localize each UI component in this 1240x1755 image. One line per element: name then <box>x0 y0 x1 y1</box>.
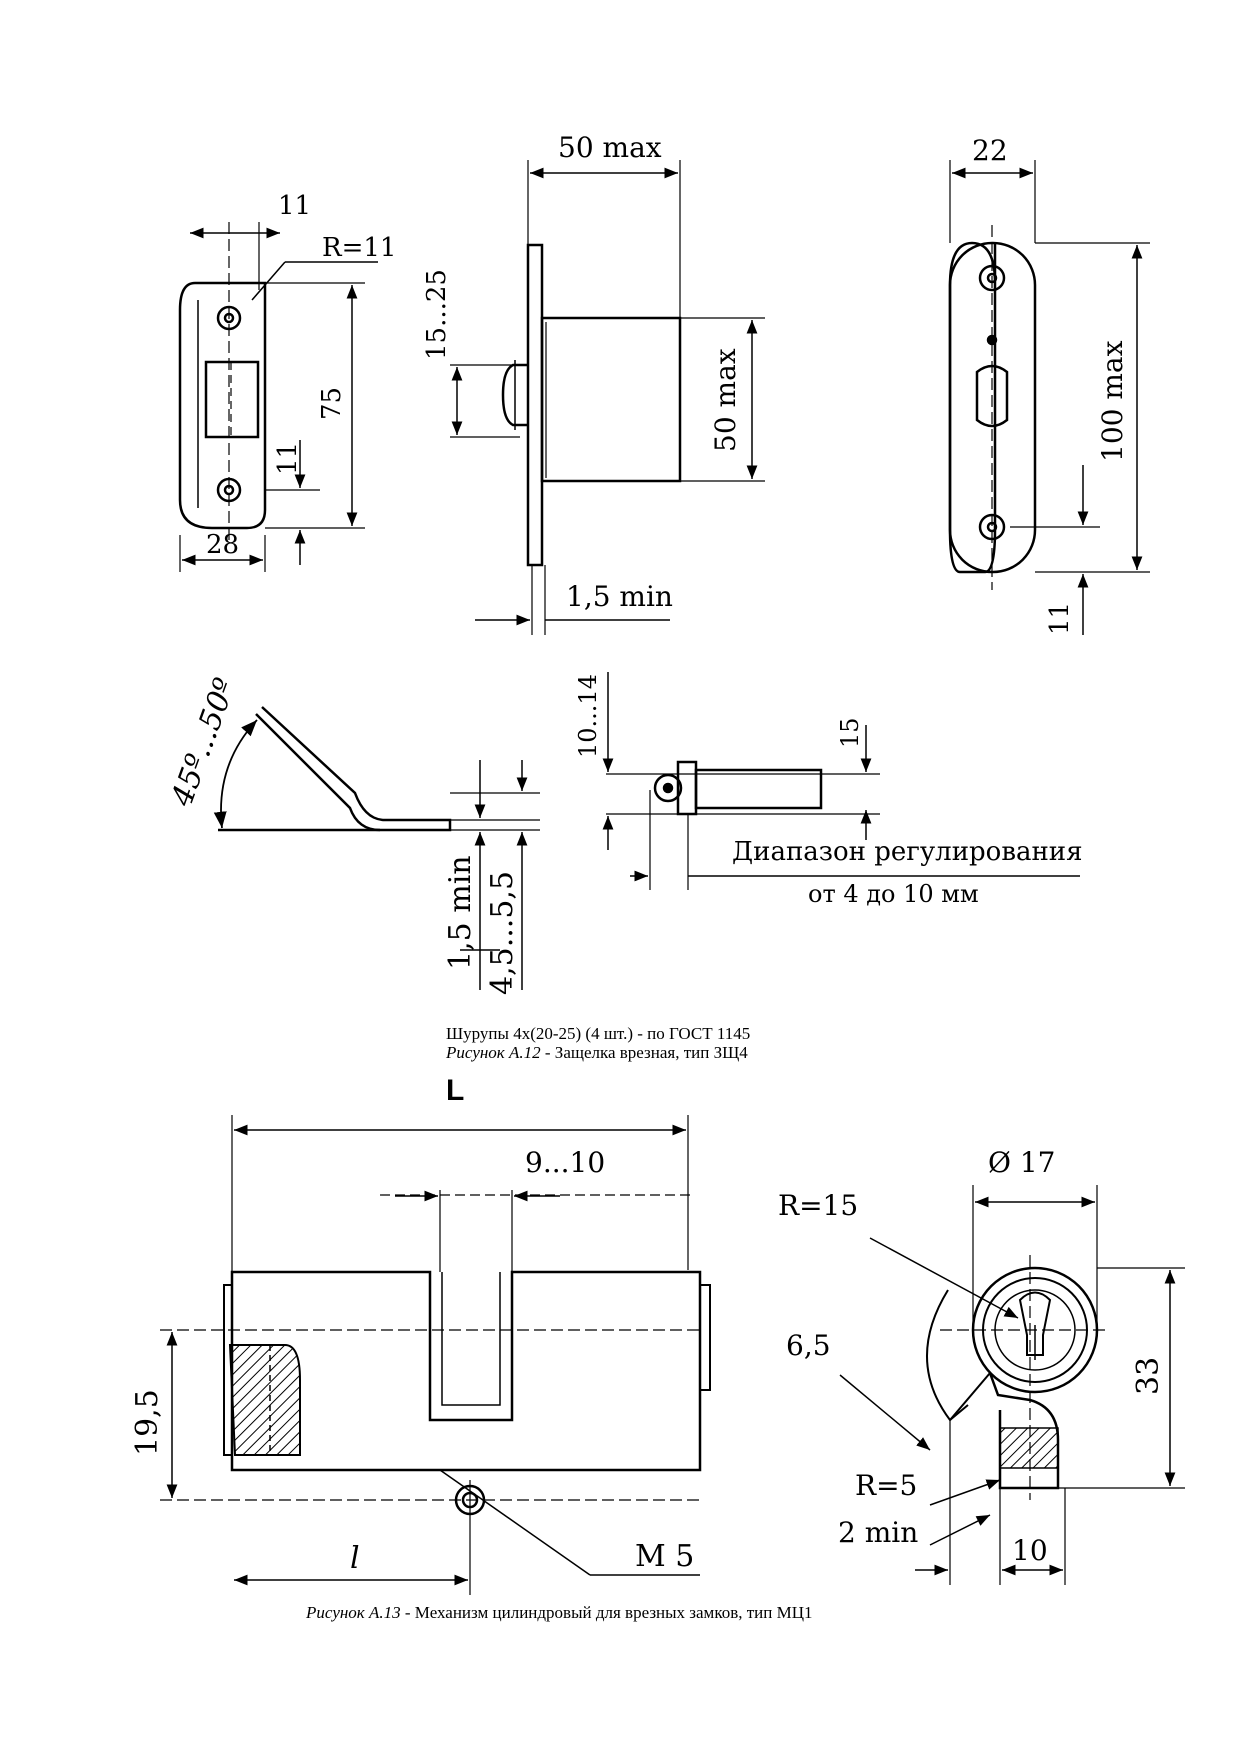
face-dim-height: 100 max <box>1096 340 1129 462</box>
cylinder-dim-slot: 9...10 <box>525 1146 605 1179</box>
end-dim-65: 6,5 <box>786 1329 831 1362</box>
end-dim-10: 10 <box>1012 1534 1048 1567</box>
figure-a12-note: Шурупы 4х(20-25) (4 шт.) - по ГОСТ 1145 <box>446 1024 751 1043</box>
figure-a13-ref: Рисунок А.13 <box>306 1603 401 1622</box>
latch-side-drawing <box>450 160 765 635</box>
face-dim-bottom: 11 <box>1045 602 1075 635</box>
cylinder-dim-thread: M 5 <box>635 1539 694 1574</box>
angle-dim-min: 1,5 min <box>443 855 478 970</box>
adjust-dim-range: 10...14 <box>574 674 602 758</box>
strike-dim-width: 28 <box>206 530 239 560</box>
adjust-label-line1: Диапазон регулирования <box>732 837 1083 867</box>
cylinder-side-drawing <box>160 1115 711 1595</box>
figure-a13-caption: Рисунок А.13 - Механизм цилиндровый для … <box>306 1603 813 1622</box>
strike-dim-height: 75 <box>317 387 347 420</box>
figure-a12-caption: Рисунок А.12 - Защелка врезная, тип ЗЩ4 <box>446 1043 748 1062</box>
end-dim-radius5: R=5 <box>855 1469 917 1502</box>
end-dim-diameter: Ø 17 <box>988 1146 1055 1179</box>
figure-a12-title: - Защелка врезная, тип ЗЩ4 <box>540 1043 748 1062</box>
strike-dim-side: 11 <box>273 442 303 475</box>
face-plate-drawing <box>948 160 1150 635</box>
angle-dim-range: 4,5...5,5 <box>485 871 520 995</box>
latch-dim-depth: 50 max <box>709 348 742 452</box>
cylinder-dim-height: 19,5 <box>130 1389 165 1456</box>
figure-a13-title: - Механизм цилиндровый для врезных замко… <box>400 1603 813 1622</box>
adjust-dim-side: 15 <box>836 717 864 748</box>
end-dim-33: 33 <box>1131 1357 1166 1395</box>
angle-dim-angle: 45º...50º <box>164 674 243 812</box>
latch-dim-plate: 1,5 min <box>566 580 673 613</box>
latch-dim-length: 50 max <box>558 131 662 164</box>
adjust-detail-drawing <box>602 672 1080 890</box>
face-dim-width: 22 <box>972 134 1008 167</box>
end-dim-2min: 2 min <box>838 1516 918 1549</box>
latch-dim-range: 15...25 <box>422 269 452 360</box>
strike-dim-radius: R=11 <box>322 233 396 263</box>
cylinder-dim-L: L <box>446 1074 464 1107</box>
end-dim-radius15: R=15 <box>778 1189 858 1222</box>
cylinder-end-drawing <box>839 1185 1185 1585</box>
strike-plate-drawing <box>178 222 378 572</box>
adjust-label-line2: от 4 до 10 мм <box>808 880 979 908</box>
figure-a12-ref: Рисунок А.12 <box>446 1043 541 1062</box>
strike-dim-top: 11 <box>278 191 311 221</box>
angle-detail-drawing <box>213 706 540 990</box>
cylinder-dim-l: l <box>350 1541 360 1576</box>
